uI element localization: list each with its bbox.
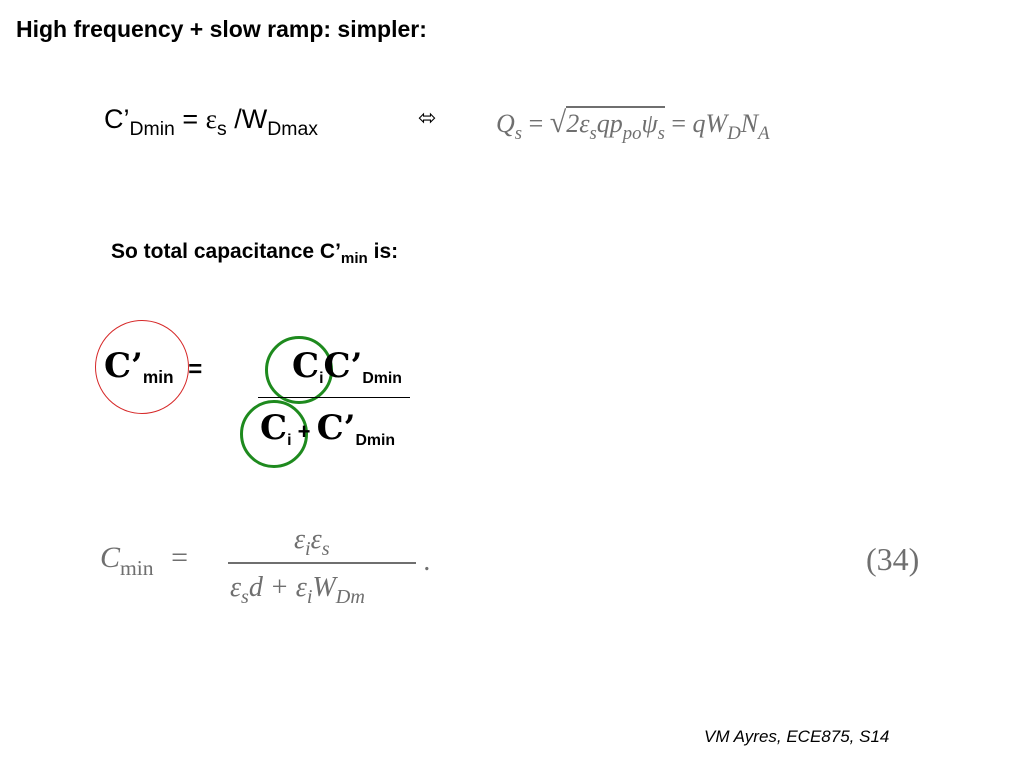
subtitle: So total capacitance C’min is: [111, 240, 399, 268]
eq2-lhs-sub: min [142, 367, 174, 388]
eq2-fraction-bar [258, 397, 410, 398]
cmin-equation-image: Cmin = [100, 541, 189, 580]
img-eq2-fraction-bar [228, 562, 416, 564]
eq2-lhs-c: C’ [104, 346, 143, 386]
eq1-slash-w: /W [234, 104, 268, 134]
eq2-lhs: C’min = [104, 346, 203, 388]
eq1-equals: = [182, 104, 199, 134]
img-eq1-rhs: qWDNA [692, 109, 770, 144]
eq2-den-ci-sub: i [287, 431, 292, 449]
img-eq1-eq2: = [671, 109, 687, 138]
eq2-num-cd-sub: Dmin [362, 369, 402, 387]
eq1-lhs: C’ [104, 104, 130, 134]
charge-equation-image: Qs = √2εsqppoψs = qWDNA [496, 106, 770, 144]
eq2-den-plus: + [297, 419, 311, 444]
eq1-lhs-sub: Dmin [129, 117, 175, 140]
equation-cdmin: C’Dmin = εs /WDmax [104, 104, 318, 140]
eq1-w-sub: Dmax [267, 117, 319, 140]
eq2-denominator: Ci + C’Dmin [260, 408, 396, 449]
img-eq2-numerator: εiεs [294, 524, 330, 561]
eq2-numerator: CiC’Dmin [292, 346, 402, 387]
eq2-den-cd-sub: Dmin [355, 431, 396, 449]
subtitle-sub: min [340, 250, 368, 268]
img-eq1-q: Q [496, 109, 515, 138]
eq2-num-ci: C [292, 346, 320, 386]
eq1-epsilon-sub: s [217, 117, 227, 140]
eq1-epsilon: ε [205, 104, 218, 134]
footer-credit: VM Ayres, ECE875, S14 [704, 727, 890, 746]
equation-number: (34) [866, 541, 920, 577]
img-eq1-eq: = [528, 109, 544, 138]
green-circle-numerator [265, 336, 333, 404]
eq2-den-cd: C’ [316, 408, 356, 448]
eq2-num-cd: C’ [323, 346, 363, 386]
img-eq1-q-sub: s [514, 122, 523, 144]
img-eq1-sqrt-body: 2εsqppoψs [566, 106, 665, 144]
img-eq2-period: . [424, 546, 431, 577]
img-eq2-eq: = [171, 541, 189, 574]
double-arrow-icon: ⬄ [418, 106, 437, 131]
img-eq2-lhs-sub: min [120, 555, 154, 580]
subtitle-text-a: So total capacitance C’ [111, 240, 341, 263]
slide-title: High frequency + slow ramp: simpler: [16, 16, 427, 42]
img-eq2-denominator: εsd + εiWDm [230, 572, 365, 609]
subtitle-text-b: is: [367, 240, 399, 263]
img-eq2-lhs: C [100, 541, 121, 574]
eq2-equals: = [188, 356, 203, 383]
red-circle-highlight [95, 320, 189, 414]
sqrt-icon: √ [549, 106, 567, 139]
green-circle-denominator [240, 400, 308, 468]
eq2-den-ci: C [260, 408, 288, 448]
eq2-num-ci-sub: i [319, 369, 324, 387]
